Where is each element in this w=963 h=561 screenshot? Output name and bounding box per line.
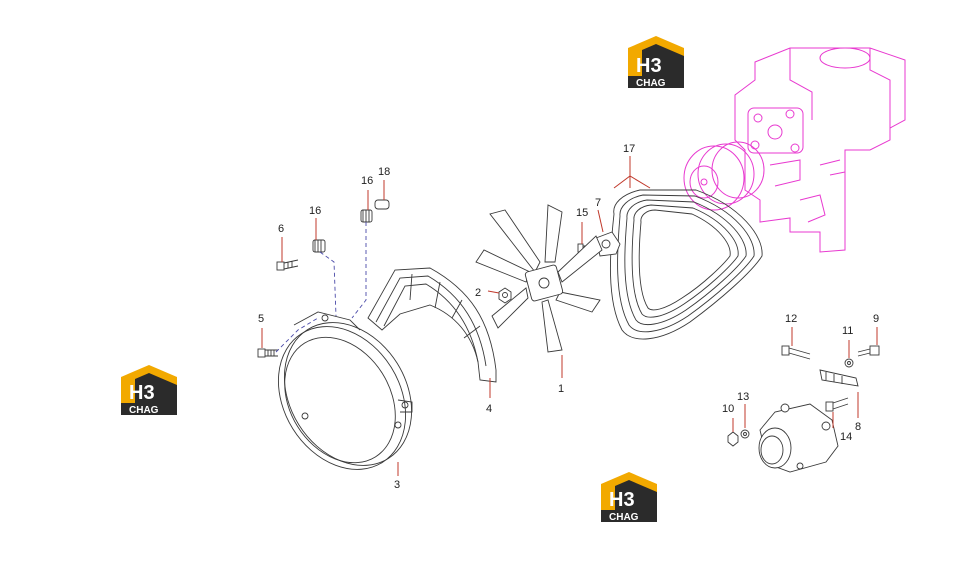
washer-13 (740, 429, 750, 439)
nut-10 (727, 431, 739, 447)
bolt-9 (857, 345, 880, 357)
adjusting-bracket (819, 369, 859, 387)
fan-shroud (367, 267, 497, 383)
callout-7: 7 (595, 197, 601, 209)
callout-4: 4 (486, 403, 492, 415)
svg-text:CHAG: CHAG (129, 405, 159, 416)
callout-labels: 1 2 3 4 5 6 7 8 9 10 11 12 13 14 15 16 1… (258, 143, 879, 491)
alternator (758, 403, 839, 473)
callout-18: 18 (378, 166, 390, 178)
engine-block (683, 47, 906, 253)
callout-1: 1 (558, 383, 564, 395)
watermark-logo-left: H3 CHAG (121, 365, 177, 416)
nut (498, 287, 512, 304)
callout-3: 3 (394, 479, 400, 491)
spacer-16b (360, 209, 373, 223)
callout-8: 8 (855, 421, 861, 433)
leader-lines (261, 156, 878, 476)
callout-12: 12 (785, 313, 797, 325)
dashed-guides (275, 222, 367, 353)
svg-text:CHAG: CHAG (609, 512, 639, 523)
v-belt (609, 189, 763, 340)
watermark-logo-top: H3 CHAG (628, 36, 684, 89)
svg-text:H3: H3 (129, 382, 155, 404)
spacer-16a (312, 239, 326, 253)
callout-13: 13 (737, 391, 749, 403)
bolt-12 (781, 345, 811, 360)
fan (475, 204, 603, 353)
callout-16b: 16 (361, 175, 373, 187)
callout-14: 14 (840, 431, 852, 443)
callout-5: 5 (258, 313, 264, 325)
callout-10: 10 (722, 403, 734, 415)
svg-text:CHAG: CHAG (636, 78, 666, 89)
svg-text:H3: H3 (609, 489, 635, 511)
fan-ring (277, 311, 413, 470)
callout-6: 6 (278, 223, 284, 235)
bolt-5 (257, 348, 278, 358)
callout-17: 17 (623, 143, 635, 155)
bolt-6 (276, 259, 299, 271)
svg-text:H3: H3 (636, 55, 662, 77)
callout-9: 9 (873, 313, 879, 325)
washer-11 (844, 358, 854, 368)
callout-2: 2 (475, 287, 481, 299)
bushing-18 (374, 199, 390, 210)
callout-11: 11 (842, 325, 853, 337)
watermark-logo-bottom: H3 CHAG (601, 472, 657, 523)
callout-16a: 16 (309, 205, 321, 217)
callout-15: 15 (576, 207, 588, 219)
bolt-14 (825, 397, 849, 412)
